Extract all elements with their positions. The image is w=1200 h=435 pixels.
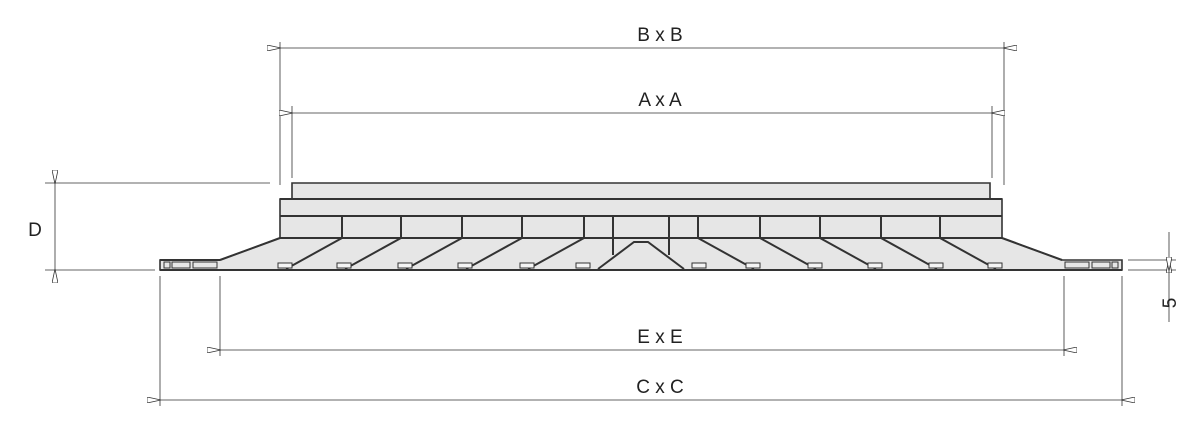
vane [939,237,997,270]
vane-foot [867,262,883,269]
vane [405,237,463,270]
vane-foot [691,262,707,269]
flange-slot [171,261,191,269]
flange-slot [163,261,171,269]
diffuser-body [159,182,1123,271]
vane-foot [745,262,761,269]
vane [759,237,817,270]
flange-slot [1111,261,1119,269]
diffuser-outline [159,182,1123,271]
vane-foot [277,262,293,269]
vane [880,237,938,270]
cone-edge [219,237,281,261]
flange-slot [1091,261,1111,269]
center-cone [597,241,685,270]
vane [344,237,402,270]
flange-slot [1064,261,1090,269]
dimension-a: A x A [292,90,992,178]
dimension-e: E x E [220,276,1064,356]
vane-foot [807,262,823,269]
vane [527,237,585,270]
dimension-d: D [28,183,270,270]
dimension-a-label: A x A [638,90,682,111]
dimension-b-label: B x B [637,25,682,46]
vane [465,237,523,270]
dimension-e-label: E x E [637,327,682,348]
vane-foot [987,262,1003,269]
dimension-c: C x C [160,276,1122,406]
dimension-flange-thickness: 5 [1128,232,1181,322]
vane-foot [575,262,591,269]
vane-foot [397,262,413,269]
vane [697,237,755,270]
dimension-c-label: C x C [636,377,684,398]
dimension-flange-thickness-label: 5 [1160,298,1181,309]
vane-foot [928,262,944,269]
cone-edge [1001,237,1063,261]
dimension-d-label: D [28,220,42,241]
vane [819,237,877,270]
vane-foot [336,262,352,269]
vane-foot [519,262,535,269]
vane-foot [457,262,473,269]
flange-slot [192,261,218,269]
vane [285,237,343,270]
